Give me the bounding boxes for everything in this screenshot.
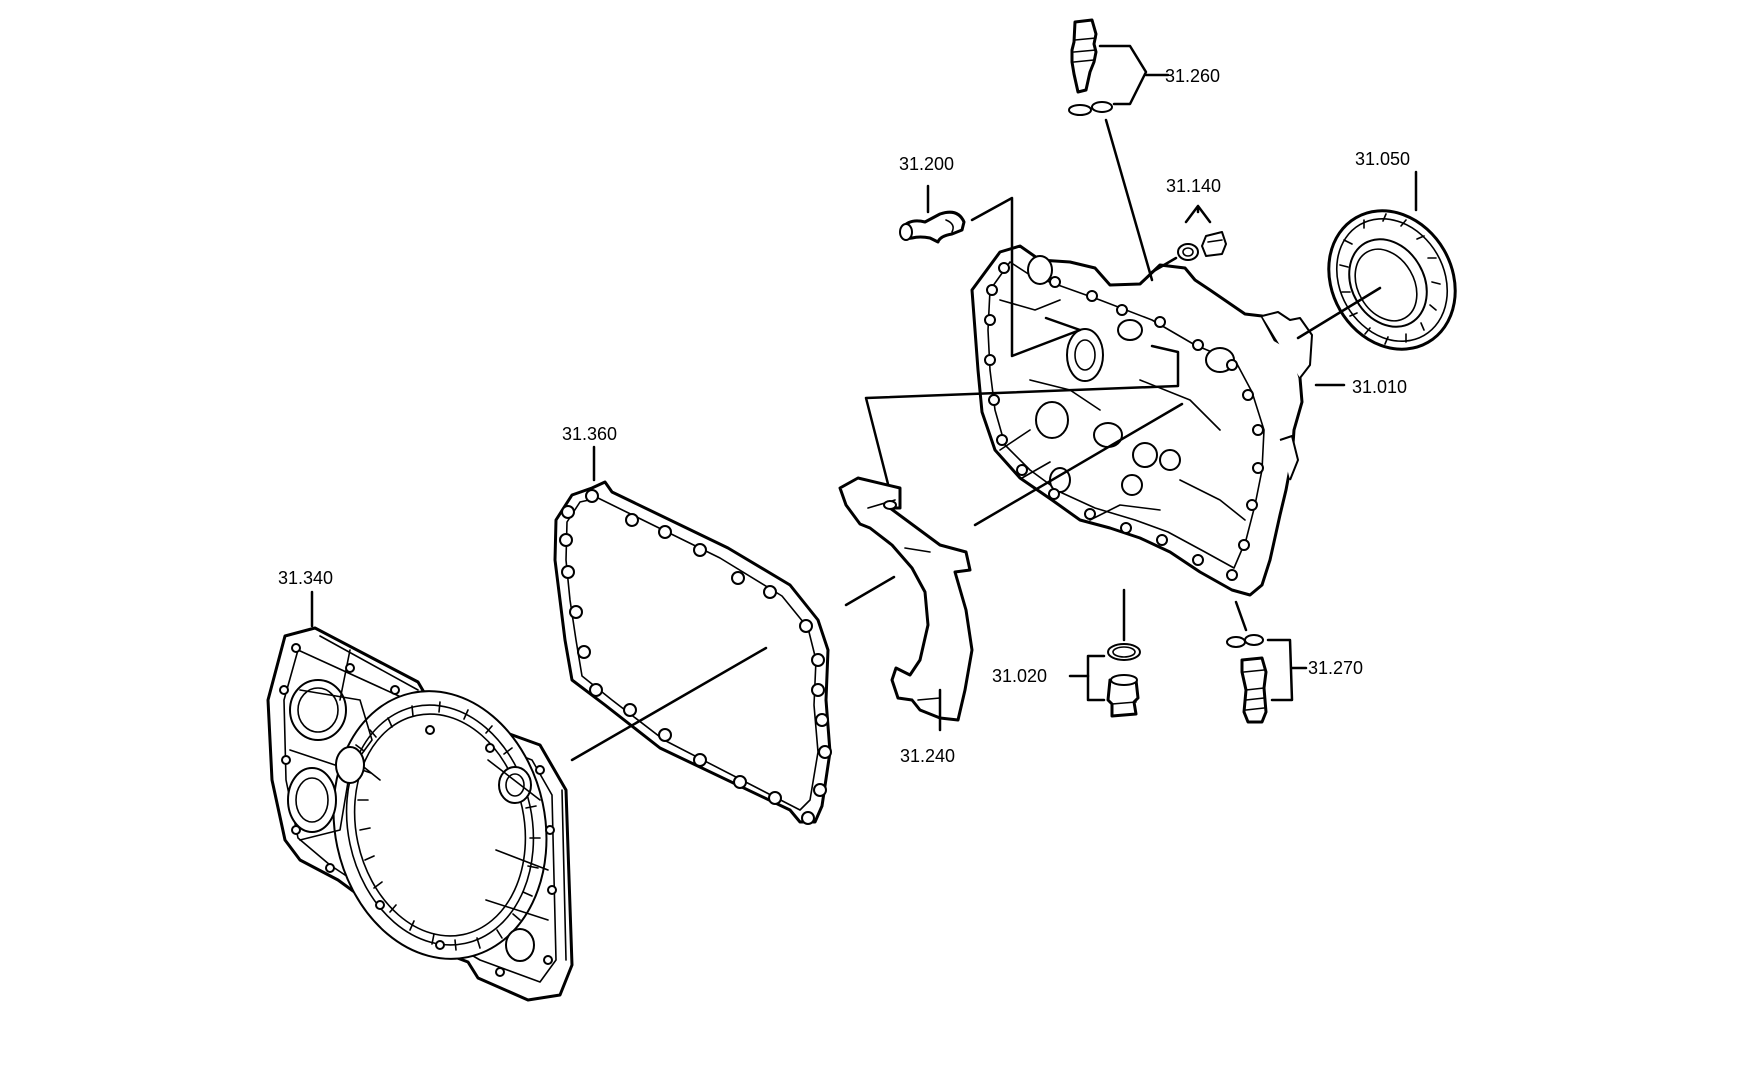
callout-31-010: 31.010 <box>1352 377 1407 397</box>
part-end-plate <box>266 626 574 1002</box>
callout-31-260: 31.260 <box>1165 66 1220 86</box>
part-small-plug <box>1177 231 1227 261</box>
callout-31-270: 31.270 <box>1308 658 1363 678</box>
part-bearing-ring <box>1327 209 1457 351</box>
callout-31-050: 31.050 <box>1355 149 1410 169</box>
leader-lines <box>310 44 1418 762</box>
part-bottom-bolt <box>1226 634 1268 724</box>
callout-31-200: 31.200 <box>899 154 954 174</box>
callout-31-360: 31.360 <box>562 424 617 444</box>
callout-labels: 31.260 31.200 31.140 31.050 31.010 31.36… <box>278 66 1410 766</box>
callout-31-240: 31.240 <box>900 746 955 766</box>
part-housing <box>970 244 1313 597</box>
part-arc-segment <box>838 476 974 722</box>
callout-31-340: 31.340 <box>278 568 333 588</box>
part-bent-pipe <box>899 210 966 244</box>
part-top-plug <box>1068 18 1113 116</box>
callout-31-140: 31.140 <box>1166 176 1221 196</box>
part-gasket <box>553 480 832 825</box>
callout-31-020: 31.020 <box>992 666 1047 686</box>
part-drain-plug <box>1106 643 1141 718</box>
